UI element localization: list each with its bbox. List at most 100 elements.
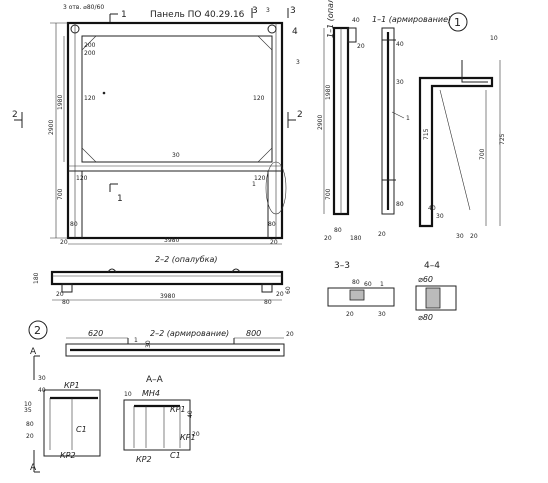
dim-20-b: 20 [270,239,278,246]
section-2-2-reinforcement: 2 2–2 (армирование) 620 800 20 30 1 [28,320,294,357]
panel-outline [66,21,284,240]
cut-2-left [14,112,23,128]
dim-200-b: 200 [84,50,96,57]
sec33-hatch [349,289,365,301]
detail2-dim-10: 10 [24,401,32,408]
sec22a-body [65,343,285,357]
sec44-dim-top: ⌀60 [418,275,433,284]
cut-A-bottom: А [30,463,37,473]
dim-20-a: 20 [60,239,68,246]
sec44-body [415,285,457,311]
secAA-c1: С1 [170,451,181,460]
sec11a-callout: 1 [406,115,410,122]
section-2-2-reinforcement-title: 2–2 (армирование) [150,329,229,338]
section-4-4-title: 4–4 [424,261,440,271]
detail2-kr2: КР2 [60,451,76,460]
sec33-body [327,287,395,307]
cut-3-left-label: 3 [252,6,258,16]
detail2-dim-80: 80 [26,421,34,428]
secAA-mn4: МН4 [142,389,160,398]
sec33-dim-80: 80 [352,279,360,286]
panel-front-view: Панель ПО 40.29.16 3 отв. ⌀80/60 1 1 2 2… [12,4,303,246]
detail2-kr1: КР1 [64,381,80,390]
cut-3-right-label: 3 [290,6,296,16]
secAA-dim-10: 10 [124,391,132,398]
cut-1-top [109,13,118,22]
callout-3b: 3 [296,59,300,66]
detail2-dim-20: 20 [26,433,34,440]
cut-2-left-label: 2 [12,110,18,120]
sec22-leg-right [261,283,273,293]
section-2-2-formwork: 2–2 (опалубка) 3980 180 60 20 20 80 80 [33,255,292,306]
detail-1: 1 10 700 725 715 40 30 30 20 [418,12,506,240]
center-dot [102,91,106,95]
sec22-dim-80b: 80 [264,299,272,306]
sec22-leg-left [61,283,73,293]
cut-1-bottom-label: 1 [117,194,123,204]
sec22a-dim-620: 620 [88,329,103,338]
window-opening [81,35,273,163]
section-arm-body [381,27,395,215]
cut-A-top: А [30,347,37,357]
lifting-hole-right [267,24,277,34]
secAA-body [123,399,191,451]
cut-2-right [287,112,296,128]
dim-120-c: 120 [76,175,88,182]
corner-haunches [81,35,273,163]
lifting-hole-left [70,24,80,34]
dim-80-a: 80 [70,221,78,228]
detail-1-label: 1 [454,16,461,29]
secAA-kr1b: КР1 [180,433,196,442]
sec22-body [50,270,284,286]
detail1-dim-30b: 30 [456,233,464,240]
section-1-1-formwork-title: 1–1 (опалубка) [326,0,335,38]
sec11a-dim-30: 30 [396,79,404,86]
detail2-dim-35: 35 [24,407,32,414]
sec22-lift-loops [107,268,241,273]
detail1-dim-715: 715 [423,128,430,140]
sec33-dim-20: 20 [346,311,354,318]
sec33-callout: 1 [380,281,384,288]
sec11a-leader [391,111,405,119]
detail1-dim-725: 725 [499,133,506,145]
sec11-dim-80: 80 [334,227,342,234]
detail1-dim-700: 700 [479,148,486,160]
sec22-dim-180: 180 [33,272,40,284]
detail-1-marker [265,161,287,215]
section-1-1-top-rib [347,27,357,43]
sec22-dim-width: 3980 [160,293,175,300]
sec22-dim-20a: 20 [56,291,64,298]
section-A-A-title: А–А [146,375,164,385]
section-1-1-formwork: 1–1 (опалубка) 2900 1980 700 80 20 180 4… [317,0,365,242]
sec22a-loops [127,338,235,344]
detail1-dim-20: 20 [470,233,478,240]
dim-height-total: 2900 [48,120,55,135]
detail2-body [43,389,101,457]
cut-A-marks [33,355,40,473]
sec22a-dim-800: 800 [246,329,261,338]
detail-1-diag [439,89,471,211]
callout-1: 1 [252,181,256,188]
sec11a-dim-80: 80 [396,201,404,208]
secAA-stirrups [133,406,181,448]
dim-height-lower: 700 [57,188,64,200]
sec11a-dim-40: 40 [396,41,404,48]
secAA-dim-40: 40 [187,410,194,418]
dim-120-a: 120 [84,95,96,102]
sec33-dim-30: 30 [378,311,386,318]
detail1-dim-40: 40 [428,205,436,212]
sec11-dim-20b: 20 [357,43,365,50]
sec11a-dim-20: 20 [378,231,386,238]
dim-120-d: 120 [254,175,266,182]
sec22-dim-60: 60 [285,286,292,294]
sec11-dim-20: 20 [324,235,332,242]
sec11-height-lower: 700 [325,188,332,200]
sec22a-callout: 1 [134,337,138,344]
dim-width-total: 3980 [164,237,179,244]
callout-3a: 3 [266,7,270,14]
detail-2-label: 2 [34,324,41,337]
cut-2-right-label: 2 [297,110,303,120]
sec11-height-upper: 1980 [325,85,332,100]
sec22-dim-80a: 80 [62,299,70,306]
secAA-dim-20: 20 [192,431,200,438]
